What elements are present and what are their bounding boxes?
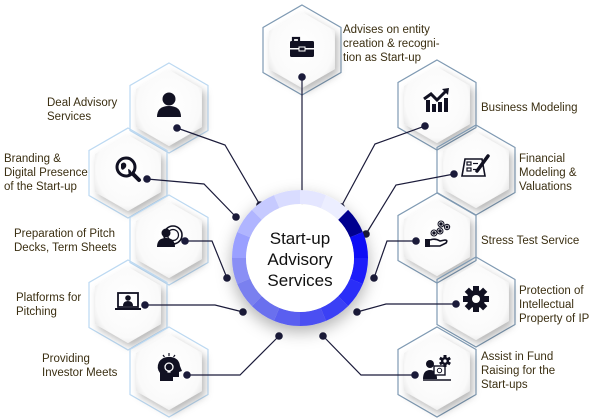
ring-segment <box>237 278 262 307</box>
service-label-deal-advisory: Deal Advisory Services <box>47 97 118 123</box>
center-title: Start-up Advisory Services <box>267 229 333 290</box>
connector-dot <box>412 237 420 245</box>
connector-dot <box>275 332 283 340</box>
connector-line <box>146 178 237 218</box>
connector-dot <box>143 175 151 183</box>
connector-line <box>365 173 455 235</box>
idea-head-icon <box>157 353 182 381</box>
ring-segment <box>320 195 349 220</box>
fund-raising-icon <box>423 355 451 381</box>
hexagon-branding[interactable] <box>95 135 161 211</box>
connector-line <box>322 335 415 376</box>
globe-search-icon <box>115 156 141 182</box>
connector-line <box>373 240 416 279</box>
connector-dot <box>353 308 361 316</box>
connector-line <box>340 125 426 208</box>
hexagon-outline <box>129 194 209 286</box>
coins-hand-icon <box>425 220 451 247</box>
connector-line <box>145 304 244 313</box>
connector-line <box>356 303 456 313</box>
service-label-business-modeling: Business Modeling <box>481 102 578 114</box>
hexagon-outline <box>88 127 168 219</box>
connector-dot <box>183 371 191 379</box>
service-label-financial-modeling: Financial Modeling & Valuations <box>519 153 577 193</box>
ring-segment <box>251 296 280 321</box>
hexagon-outline <box>129 62 209 154</box>
ring-segment <box>237 209 262 238</box>
center-circle[interactable] <box>246 204 354 312</box>
service-label-investor-meets: Providing Investor Meets <box>42 353 118 379</box>
connector-dot <box>319 332 327 340</box>
connector-line <box>176 127 261 206</box>
connector-dot <box>239 308 247 316</box>
hexagon-outline <box>88 259 168 351</box>
ring-segment <box>338 278 363 307</box>
ring-segment <box>300 190 327 209</box>
connector-dot <box>232 213 240 221</box>
connector-dot <box>411 371 419 379</box>
connector-dot <box>421 122 429 130</box>
connector-dot <box>370 274 378 282</box>
hexagon-outline <box>436 256 516 348</box>
service-label-entity-creation: Advises on entity creation & recogni- ti… <box>343 24 440 64</box>
ring-segment <box>232 258 251 285</box>
ring-segment <box>273 307 300 326</box>
service-label-stress-test: Stress Test Service <box>481 235 580 247</box>
hexagon-outline <box>129 326 209 418</box>
ring-segment <box>349 231 368 258</box>
hexagon-stress-test[interactable] <box>404 200 470 276</box>
connector-dot <box>181 237 189 245</box>
service-label-platforms: Platforms for Pitching <box>16 292 82 318</box>
service-label-pitch-decks: Preparation of Pitch Decks, Term Sheets <box>14 228 117 254</box>
video-call-icon <box>115 292 141 310</box>
connector-dot <box>450 170 458 178</box>
connector-dot <box>452 300 460 308</box>
ring-segment <box>273 190 300 209</box>
connector-line <box>185 240 228 279</box>
growth-chart-icon <box>423 88 449 112</box>
service-label-fund-raising: Assist in Fund Raising for the Start-ups <box>481 351 556 391</box>
hexagon-business-modeling[interactable] <box>404 67 470 143</box>
ring-segment <box>251 195 280 220</box>
hexagon-outline <box>397 326 477 418</box>
connector-dot <box>141 301 149 309</box>
person-icon <box>157 92 181 117</box>
ring-segment <box>349 258 368 285</box>
ring-segment <box>300 307 327 326</box>
connector-dot <box>173 124 181 132</box>
ring-segment <box>320 296 349 321</box>
service-label-branding: Branding & Digital Presence of the Start… <box>4 153 88 193</box>
connector-dot <box>223 274 231 282</box>
service-label-ip-protection: Protection of Intellectual Property of I… <box>519 285 590 325</box>
ring-segment <box>338 209 363 238</box>
checklist-pen-icon <box>461 154 490 177</box>
briefcase-icon <box>290 36 314 57</box>
gear-icon <box>463 286 489 312</box>
ring-segment <box>232 231 251 258</box>
presenter-icon <box>157 225 183 247</box>
connector-dot <box>298 73 306 81</box>
connector-line <box>187 335 280 376</box>
